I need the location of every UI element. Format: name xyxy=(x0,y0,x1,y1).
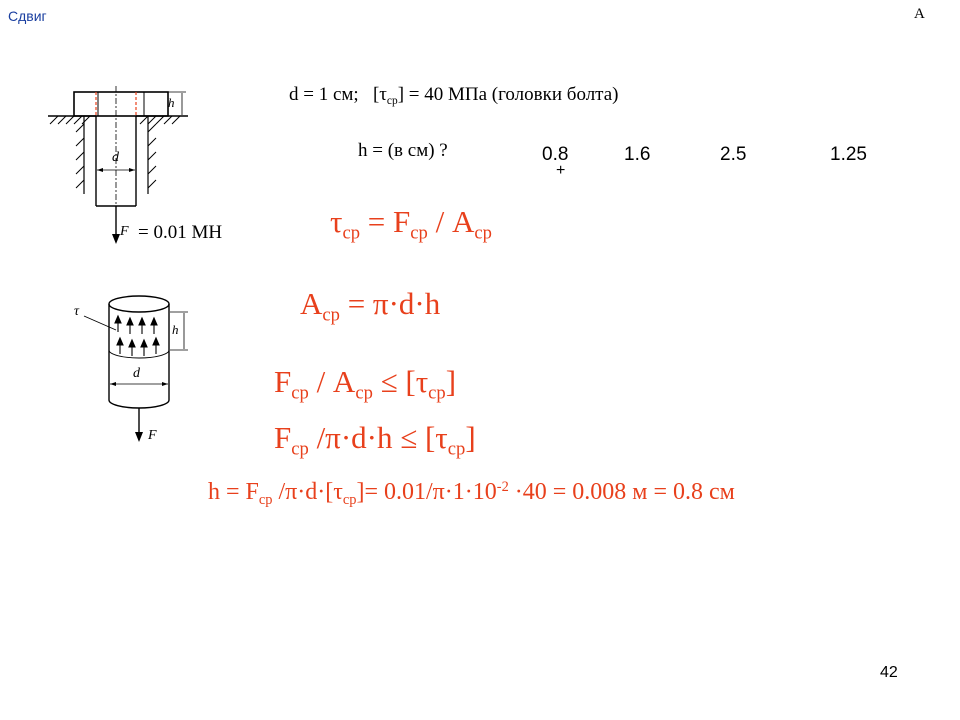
cylinder-force-label: F xyxy=(148,428,157,443)
cylinder-diagram xyxy=(83,295,188,442)
slide-title: Сдвиг xyxy=(8,8,47,24)
formula-solution: h = Fср /π·d·[τср]= 0.01/π·1·10-2 ·40 = … xyxy=(208,479,735,509)
bolt-diagram xyxy=(48,86,188,244)
bolt-d-label: d xyxy=(112,150,119,165)
question-label: h = (в см) ? xyxy=(358,140,448,161)
cylinder-d-label: d xyxy=(133,366,140,381)
formula-shear-area: Aср = π·d·h xyxy=(300,286,441,326)
formula-shear-stress: τср = Fср / Aср xyxy=(330,204,492,244)
bolt-h-label: h xyxy=(168,95,175,110)
given-d: d = 1 см; xyxy=(289,84,359,105)
option-1.6[interactable]: 1.6 xyxy=(624,144,651,165)
page-number: 42 xyxy=(880,664,898,681)
given-line: d = 1 см; [τср] = 40 МПа (головки болта) xyxy=(289,84,619,107)
correct-mark: + xyxy=(556,162,566,179)
given-tau: [τср] = 40 МПа (головки болта) xyxy=(372,84,619,107)
formula-condition-expanded: Fср /π·d·h ≤ [τср] xyxy=(274,420,476,460)
force-value: = 0.01 МН xyxy=(138,222,223,243)
option-0.8[interactable]: 0.8 xyxy=(542,144,569,165)
bolt-force-label: F xyxy=(120,224,129,239)
cylinder-tau-label: τ xyxy=(74,304,80,319)
formula-condition: Fср / Aср ≤ [τср] xyxy=(274,364,457,404)
option-1.25[interactable]: 1.25 xyxy=(830,144,867,165)
cylinder-h-label: h xyxy=(172,322,179,337)
corner-label: А xyxy=(914,6,925,22)
option-2.5[interactable]: 2.5 xyxy=(720,144,747,165)
